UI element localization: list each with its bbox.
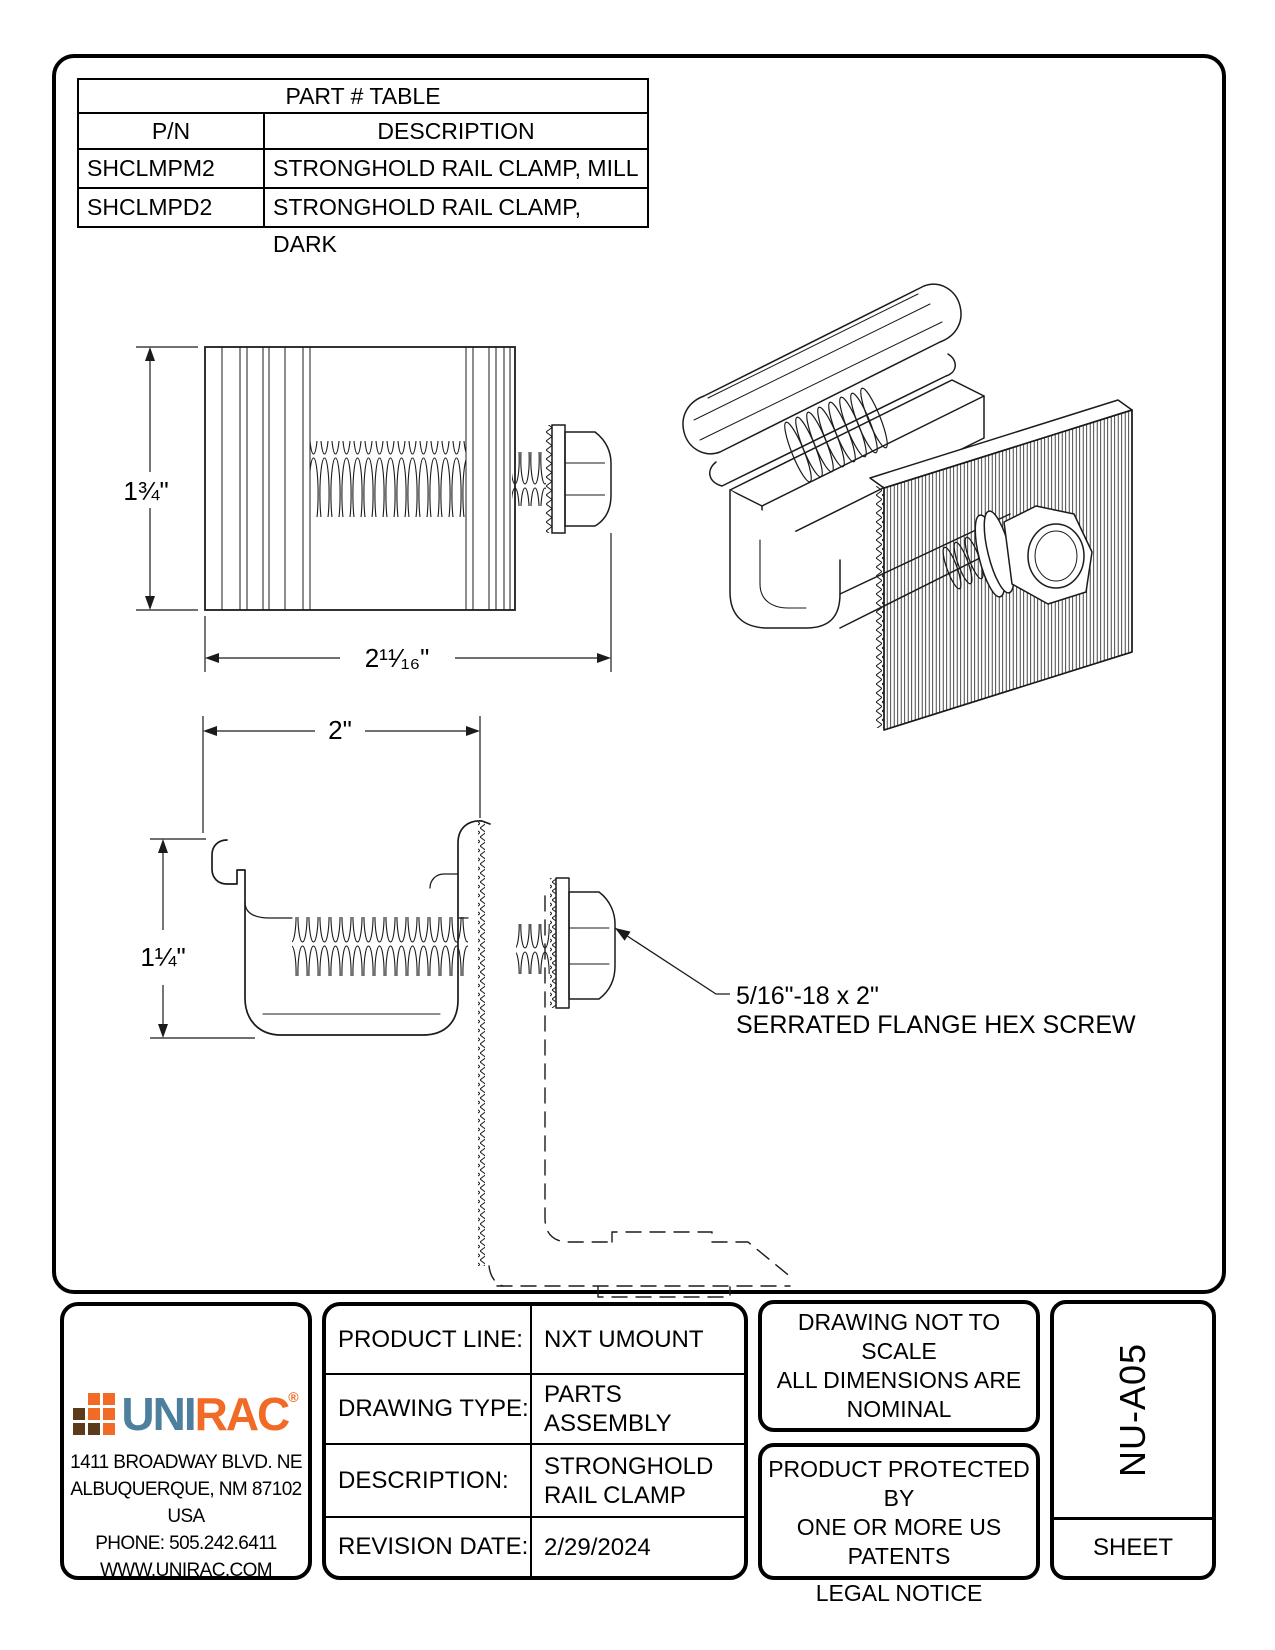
part-number-table: PART # TABLE P/N DESCRIPTION SHCLMPM2 ST… — [77, 78, 649, 257]
side-view-dimensions — [136, 346, 612, 672]
screw-callout-leader — [614, 927, 730, 995]
scale-notice-line: NOMINAL — [846, 1396, 952, 1422]
section-view-height-dim: 1¼" — [140, 942, 185, 972]
info-value: PARTS ASSEMBLY — [544, 1381, 672, 1437]
info-row-drawing-type: DRAWING TYPE: PARTS ASSEMBLY — [326, 1375, 744, 1445]
side-view-width-dim: 2¹¹⁄₁₆" — [365, 643, 430, 673]
scale-notice-line: DRAWING NOT TO SCALE — [797, 1309, 1001, 1364]
registered-mark-icon: ® — [288, 1389, 299, 1405]
technical-drawing: 1¾" 2¹¹⁄₁₆" — [123, 283, 1136, 1298]
part-table-header: P/N DESCRIPTION — [79, 114, 647, 150]
part-table-title: PART # TABLE — [79, 80, 647, 114]
address-line: ALBUQUERQUE, NM 87102 USA — [70, 1479, 302, 1527]
info-label: DESCRIPTION: — [326, 1445, 532, 1516]
company-address: 1411 BROADWAY BLVD. NE ALBUQUERQUE, NM 8… — [64, 1449, 308, 1584]
logo-uni: UNI — [121, 1388, 196, 1440]
legal-notice-link[interactable]: LEGAL NOTICE — [815, 1580, 983, 1606]
info-row-description: DESCRIPTION: STRONGHOLD RAIL CLAMP — [326, 1445, 744, 1518]
sheet-id-area: NU-A05 — [1054, 1304, 1212, 1520]
info-label: REVISION DATE: — [326, 1518, 532, 1576]
patent-notice-line: PRODUCT PROTECTED BY — [768, 1456, 1030, 1511]
info-value: NXT UMOUNT — [544, 1326, 704, 1353]
sheet-box: NU-A05 SHEET — [1050, 1300, 1216, 1580]
sheet-label: SHEET — [1092, 1534, 1173, 1561]
section-view-drawing — [211, 820, 793, 1298]
logo-rac: RAC — [194, 1388, 291, 1440]
address-line: WWW.UNIRAC.COM — [99, 1560, 273, 1581]
info-value: STRONGHOLD RAIL CLAMP — [544, 1452, 714, 1509]
section-view-dimensions — [150, 716, 481, 1039]
logo-squares-icon — [73, 1392, 116, 1435]
info-label: PRODUCT LINE: — [326, 1306, 532, 1373]
part-number-cell: SHCLMPD2 — [79, 189, 265, 226]
screw-callout-line1: 5/16"-18 x 2" — [736, 982, 879, 1010]
part-table-row: SHCLMPD2 STRONGHOLD RAIL CLAMP, DARK — [79, 189, 647, 257]
sheet-number: NU-A05 — [1112, 1343, 1153, 1478]
side-view-drawing — [204, 346, 612, 611]
info-row-revision-date: REVISION DATE: 2/29/2024 — [326, 1518, 744, 1576]
address-line: 1411 BROADWAY BLVD. NE — [70, 1452, 302, 1473]
drawing-border — [52, 54, 1226, 1294]
drawing-info-table: PRODUCT LINE: NXT UMOUNT DRAWING TYPE: P… — [322, 1302, 748, 1580]
patent-notice: PRODUCT PROTECTED BY ONE OR MORE US PATE… — [758, 1443, 1040, 1606]
screw-callout-line2: SERRATED FLANGE HEX SCREW — [736, 1011, 1136, 1039]
part-description-cell: STRONGHOLD RAIL CLAMP, DARK — [273, 194, 582, 257]
part-description-cell: STRONGHOLD RAIL CLAMP, MILL — [265, 150, 647, 189]
unirac-logo: UNIRAC® — [64, 1390, 308, 1437]
scale-notice: DRAWING NOT TO SCALE ALL DIMENSIONS ARE … — [758, 1300, 1040, 1432]
info-row-product-line: PRODUCT LINE: NXT UMOUNT — [326, 1306, 744, 1375]
part-table-row: SHCLMPM2 STRONGHOLD RAIL CLAMP, MILL — [79, 150, 647, 189]
logo-box: UNIRAC® 1411 BROADWAY BLVD. NE ALBUQUERQ… — [60, 1302, 312, 1581]
part-table-col-desc: DESCRIPTION — [265, 114, 647, 150]
part-table-col-pn: P/N — [79, 114, 265, 150]
info-label: DRAWING TYPE: — [326, 1375, 532, 1443]
side-view-height-dim: 1¾" — [123, 476, 168, 506]
address-line: PHONE: 505.242.6411 — [95, 1533, 277, 1554]
info-value: 2/29/2024 — [544, 1533, 651, 1561]
isometric-view-drawing — [682, 283, 1133, 731]
logo-wordmark: UNIRAC® — [121, 1390, 298, 1437]
part-number-cell: SHCLMPM2 — [79, 150, 265, 189]
patent-notice-line: ONE OR MORE US PATENTS — [796, 1514, 1002, 1569]
scale-notice-line: ALL DIMENSIONS ARE — [776, 1367, 1022, 1393]
section-view-width-dim: 2" — [328, 715, 352, 745]
